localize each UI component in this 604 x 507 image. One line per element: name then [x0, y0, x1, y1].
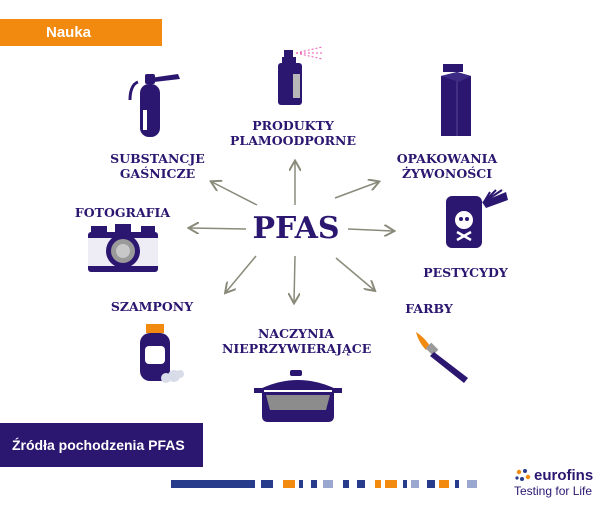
label-produkty: PRODUKTY PLAMOODPORNE: [221, 118, 365, 148]
label-substancje-line2: GAŚNICZE: [119, 166, 196, 181]
center-label: PFAS: [252, 211, 340, 246]
category-tag: Nauka: [0, 19, 162, 46]
label-naczynia-line2: NIEPRZYWIERAJĄCE: [222, 341, 372, 356]
pesticide-can-icon: [446, 189, 508, 248]
arrow-down-right: [335, 257, 374, 290]
label-produkty-line1: PRODUKTY: [252, 118, 334, 133]
arrow-up-right: [334, 182, 378, 199]
label-opakowania-line2: ŻYWONOŚCI: [401, 166, 493, 181]
label-farby: FARBY: [405, 301, 453, 316]
logo-tagline: Testing for Life: [514, 484, 593, 498]
label-pestycydy: PESTYCYDY: [423, 265, 508, 280]
camera-icon: [88, 224, 158, 272]
label-opakowania: OPAKOWANIA ŻYWONOŚCI: [392, 151, 502, 181]
label-produkty-line2: PLAMOODPORNE: [230, 133, 356, 148]
arrow-right: [347, 229, 393, 231]
arrow-up-left: [212, 182, 258, 206]
logo-wordmark: eurofins: [534, 467, 594, 484]
milk-carton-icon: [441, 64, 471, 136]
fire-extinguisher-icon: [128, 74, 180, 137]
label-substancje: SUBSTANCJE GAŚNICZE: [100, 151, 215, 181]
decorative-stripe: [171, 480, 477, 488]
label-fotografia: FOTOGRAFIA: [74, 205, 171, 220]
shampoo-bottle-icon: [140, 324, 184, 383]
spray-can-icon: [278, 46, 324, 105]
arrow-down-left: [226, 255, 257, 292]
cooking-pot-icon: [254, 370, 342, 422]
label-naczynia-line1: NACZYNIA: [257, 326, 335, 341]
arrow-down: [294, 255, 295, 302]
label-opakowania-line1: OPAKOWANIA: [396, 151, 498, 166]
label-naczynia: NACZYNIA NIEPRZYWIERAJĄCE: [222, 326, 372, 356]
arrow-left: [190, 228, 247, 229]
label-szampony: SZAMPONY: [110, 299, 194, 314]
eurofins-logo-icon: [515, 469, 531, 481]
caption-banner: Źródła pochodzenia PFAS: [0, 423, 203, 467]
label-substancje-line1: SUBSTANCJE: [110, 151, 205, 166]
paint-brush-icon: [416, 332, 468, 383]
